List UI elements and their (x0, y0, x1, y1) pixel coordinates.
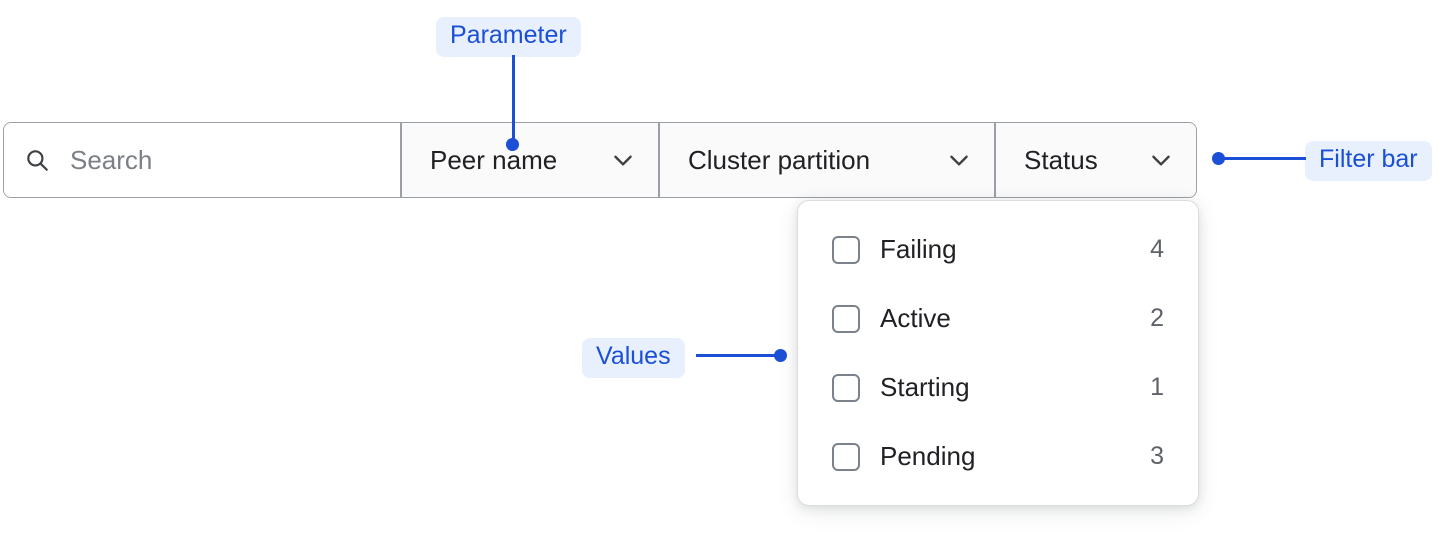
annotation-values: Values (582, 338, 685, 378)
search-input[interactable] (70, 144, 370, 176)
annotation-parameter-dot (506, 138, 519, 151)
search-field[interactable] (4, 123, 402, 197)
checkbox[interactable] (832, 373, 860, 402)
list-item-label: Starting (880, 372, 970, 402)
cluster-partition-dropdown[interactable]: Cluster partition (660, 123, 996, 197)
annotation-filter-bar-dot (1212, 152, 1225, 165)
checkbox[interactable] (832, 235, 860, 264)
list-item-count: 2 (1150, 304, 1164, 332)
list-item-count: 4 (1150, 235, 1164, 263)
checkbox[interactable] (832, 304, 860, 333)
status-dropdown-panel: Failing 4 Active 2 Starting 1 Pending 3 (797, 200, 1199, 506)
annotation-filter-bar-connector (1224, 157, 1306, 160)
list-item-label: Failing (880, 234, 957, 264)
annotation-parameter: Parameter (436, 17, 581, 57)
peer-name-dropdown[interactable]: Peer name (402, 123, 660, 197)
chevron-down-icon (950, 155, 968, 166)
peer-name-dropdown-label: Peer name (430, 144, 558, 175)
annotation-values-connector (696, 354, 780, 357)
list-item-label: Pending (880, 441, 976, 471)
list-item[interactable]: Starting 1 (832, 353, 1164, 422)
annotation-values-dot (774, 349, 787, 362)
list-item-label: Active (880, 303, 951, 333)
chevron-down-icon (614, 155, 632, 166)
annotation-filter-bar: Filter bar (1305, 141, 1432, 181)
status-dropdown[interactable]: Status (996, 123, 1196, 197)
list-item[interactable]: Active 2 (832, 284, 1164, 353)
list-item-count: 1 (1150, 373, 1164, 401)
filter-bar: Peer name Cluster partition Status (3, 122, 1197, 198)
list-item-count: 3 (1150, 442, 1164, 470)
status-dropdown-label: Status (1024, 144, 1098, 175)
chevron-down-icon (1152, 155, 1170, 166)
checkbox[interactable] (832, 442, 860, 471)
list-item[interactable]: Pending 3 (832, 422, 1164, 491)
annotation-parameter-connector (512, 55, 515, 145)
cluster-partition-dropdown-label: Cluster partition (688, 144, 871, 175)
search-icon (27, 150, 48, 171)
list-item[interactable]: Failing 4 (832, 215, 1164, 284)
